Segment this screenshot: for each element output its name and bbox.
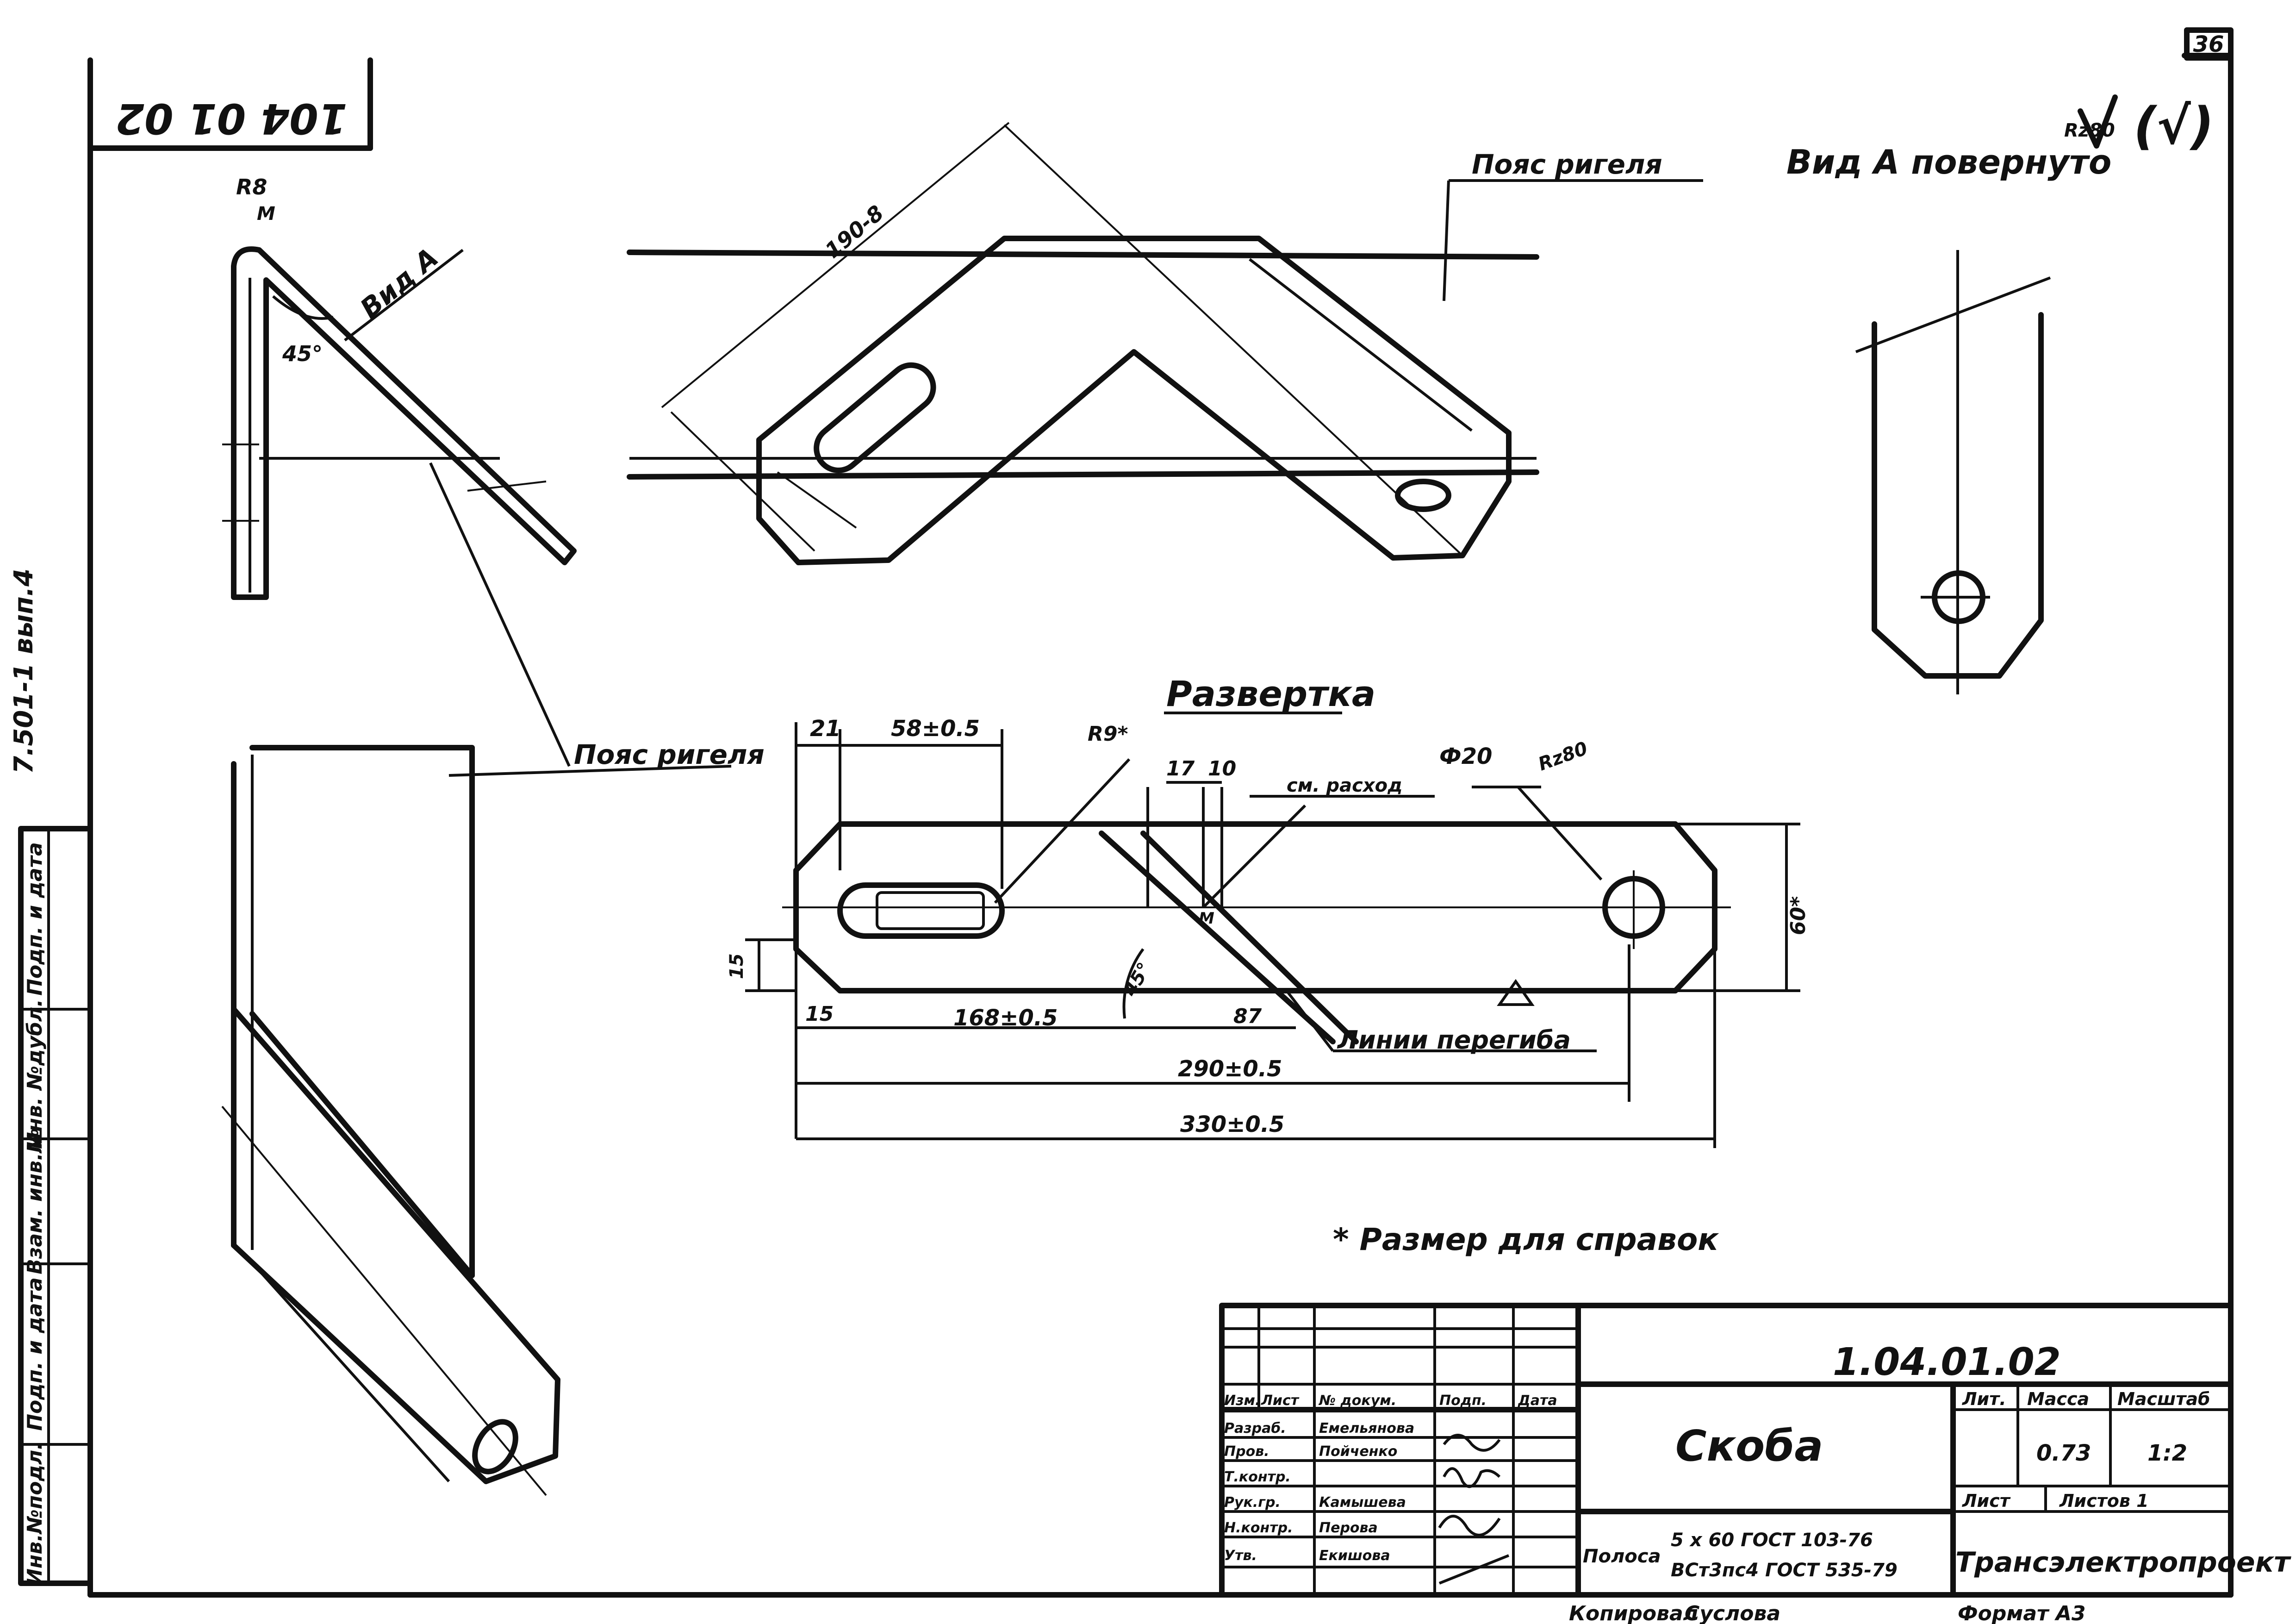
margin-cell-5: Инв.№подл.: [23, 1442, 47, 1586]
top-view: 190-8 Пояс ригеля: [627, 122, 1703, 565]
dim-58: 58±0.5: [891, 716, 980, 742]
role-6: Утв.: [1224, 1548, 1257, 1564]
col-scale: Масштаб: [2117, 1389, 2210, 1409]
name-6: Екишова: [1319, 1548, 1390, 1564]
development-title: Развертка: [1166, 673, 1375, 714]
role-5: Н.контр.: [1224, 1520, 1293, 1536]
col-lit: Лит.: [1962, 1389, 2006, 1409]
bend-lines-label: Линии перегиба: [1337, 1025, 1571, 1055]
dim-r9: R9*: [1088, 722, 1128, 746]
dim-17: 17: [1166, 757, 1195, 781]
hdr-sign: Подп.: [1439, 1393, 1487, 1409]
side-angle: 45°: [282, 341, 323, 366]
title-block: 1.04.01.02 Скоба Полоса 5 x 60 ГОСТ 103-…: [1219, 1303, 2291, 1598]
dim-rz: Rz80: [1536, 738, 1591, 775]
doc-code: 1.04.01.02: [1833, 1340, 2061, 1384]
dim-15-horizontal: 15: [805, 1002, 834, 1026]
view-a: Вид А повернуто: [1786, 143, 2111, 694]
material-line-1: 5 x 60 ГОСТ 103-76: [1671, 1530, 1873, 1551]
dim-10: 10: [1208, 757, 1236, 781]
margin-cell-3: Взам. инв.№: [23, 1128, 47, 1274]
dim-phi20: Ф20: [1439, 743, 1492, 769]
margin-cell-4: Подп. и дата: [23, 1277, 47, 1431]
hdr-list: Лист: [1261, 1393, 1300, 1409]
copier-name: Суслова: [1685, 1602, 1780, 1624]
hdr-doc: № докум.: [1318, 1393, 1396, 1409]
name-1: Емельянова: [1319, 1420, 1414, 1437]
margin-cell-2: Инв. №дубл.: [23, 999, 47, 1149]
name-2: Пойченко: [1319, 1443, 1397, 1460]
roughness-paren: (√): [2134, 96, 2214, 156]
role-4: Рук.гр.: [1224, 1494, 1281, 1511]
signature-1: [1443, 1434, 1501, 1452]
format-label: Формат А3: [1958, 1602, 2086, 1624]
col-mass: Масса: [2027, 1389, 2089, 1409]
view-a-title: Вид А повернуто: [1786, 143, 2111, 181]
roughness-mark: Rz80 (√): [2064, 94, 2214, 156]
signature-2: [1443, 1467, 1501, 1488]
role-1: Разраб.: [1224, 1420, 1286, 1437]
dim-21: 21: [810, 716, 841, 742]
role-2: Пров.: [1224, 1443, 1269, 1460]
dim-87: 87: [1233, 1005, 1262, 1028]
lower-belt-label: Пояс ригеля: [574, 739, 765, 770]
dim-15-vertical: 15: [726, 953, 747, 979]
material-line-2: ВСт3пс4 ГОСТ 535-79: [1671, 1560, 1898, 1581]
side-view-label: Вид А: [354, 242, 444, 325]
side-point: M: [257, 203, 275, 225]
sheets-label: Листов 1: [2059, 1491, 2149, 1511]
side-view: R8 M 45° Вид А: [222, 175, 577, 600]
signature-3: [1438, 1515, 1501, 1537]
left-margin-table: Подп. и дата Инв. №дубл. Взам. инв.№ Под…: [9, 568, 93, 1586]
side-radius: R8: [236, 175, 267, 200]
hdr-date: Дата: [1518, 1393, 1557, 1409]
role-3: Т.контр.: [1224, 1469, 1291, 1485]
name-4: Камышева: [1319, 1494, 1406, 1511]
dim-point-m: M: [1199, 909, 1214, 928]
stamp-code: 104 01 02: [115, 94, 347, 143]
copied-label: Копировал: [1569, 1602, 1698, 1624]
dim-60: 60*: [1786, 896, 1810, 935]
sheet-number: 36: [2193, 31, 2224, 57]
reference-note: * Размер для справок: [1333, 1222, 1719, 1257]
dim-290: 290±0.5: [1178, 1056, 1282, 1082]
part-name: Скоба: [1675, 1421, 1823, 1471]
dim-330: 330±0.5: [1180, 1112, 1284, 1137]
scale-value: 1:2: [2147, 1440, 2187, 1466]
margin-cell-1: Подп. и дата: [23, 842, 47, 996]
lower-view: Пояс ригеля: [221, 462, 765, 1496]
material-label: Полоса: [1583, 1546, 1661, 1567]
weld-note: см. расход: [1287, 775, 1402, 796]
name-5: Перова: [1319, 1520, 1378, 1536]
series-label: 7.501-1 вып.4: [9, 568, 39, 774]
development-view: Развертка: [726, 673, 1810, 1148]
top-belt-label: Пояс ригеля: [1472, 149, 1662, 180]
mass-value: 0.73: [2036, 1440, 2091, 1466]
organization: Трансэлектропроект: [1955, 1546, 2291, 1579]
hdr-izm: Изм.: [1224, 1393, 1260, 1409]
sheet-label: Лист: [1962, 1491, 2011, 1511]
corner-stamp: 104 01 02: [87, 57, 373, 151]
signature-4: [1438, 1554, 1510, 1585]
dim-168: 168±0.5: [953, 1005, 1058, 1031]
